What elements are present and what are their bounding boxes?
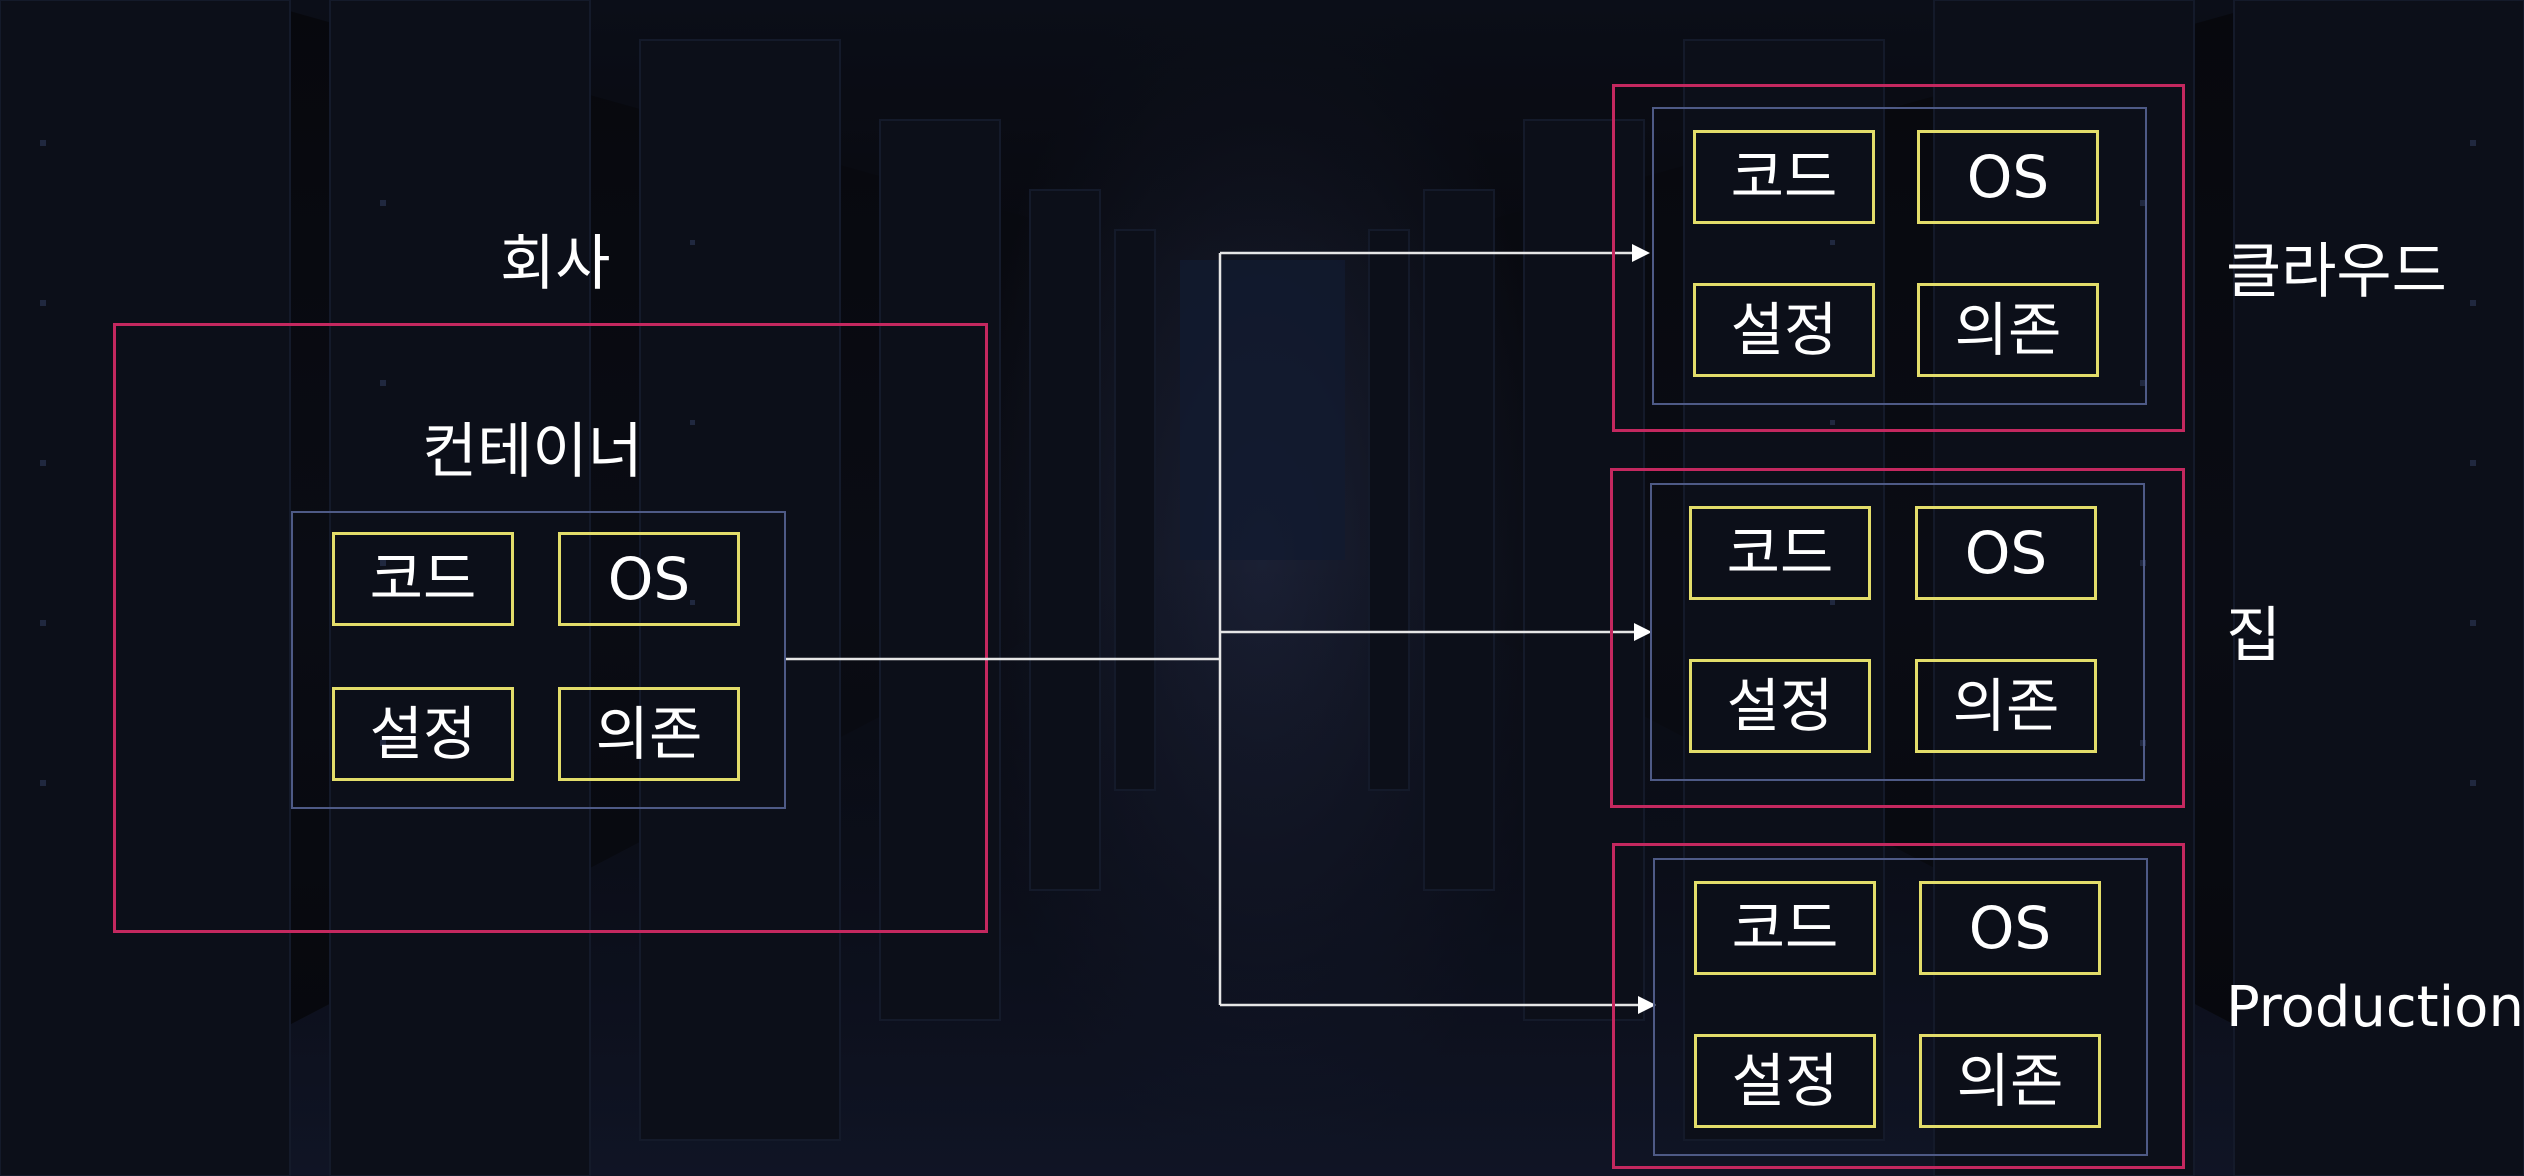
config-cell: 설정 <box>1689 659 1871 753</box>
dependency-cell: 의존 <box>1919 1034 2101 1128</box>
arrowhead-cloud <box>1632 244 1650 262</box>
company-box <box>113 323 988 933</box>
config-cell: 설정 <box>332 687 514 781</box>
code-cell: 코드 <box>1693 130 1875 224</box>
code-cell: 코드 <box>1689 506 1871 600</box>
cloud-label: 클라우드 <box>2226 237 2447 307</box>
container-label: 컨테이너 <box>422 417 643 487</box>
os-cell: OS <box>1915 506 2097 600</box>
code-cell: 코드 <box>1694 881 1876 975</box>
os-cell: OS <box>1917 130 2099 224</box>
cloud-box: 코드 OS 설정 의존 <box>1612 84 2185 432</box>
code-cell: 코드 <box>332 532 514 626</box>
home-box: 코드 OS 설정 의존 <box>1610 468 2185 808</box>
home-container-box: 코드 OS 설정 의존 <box>1650 483 2145 781</box>
production-box: 코드 OS 설정 의존 <box>1612 843 2185 1169</box>
config-cell: 설정 <box>1694 1034 1876 1128</box>
production-label: Production <box>2226 975 2524 1040</box>
dependency-cell: 의존 <box>558 687 740 781</box>
home-label: 집 <box>2226 601 2282 671</box>
arrowhead-production <box>1638 996 1656 1014</box>
dependency-cell: 의존 <box>1915 659 2097 753</box>
production-container-box: 코드 OS 설정 의존 <box>1653 858 2148 1156</box>
source-container-box: 코드 OS 설정 의존 <box>291 511 786 809</box>
cloud-container-box: 코드 OS 설정 의존 <box>1652 107 2147 405</box>
config-cell: 설정 <box>1693 283 1875 377</box>
company-title: 회사 <box>500 229 611 299</box>
os-cell: OS <box>558 532 740 626</box>
os-cell: OS <box>1919 881 2101 975</box>
arrowhead-home <box>1634 623 1652 641</box>
dependency-cell: 의존 <box>1917 283 2099 377</box>
